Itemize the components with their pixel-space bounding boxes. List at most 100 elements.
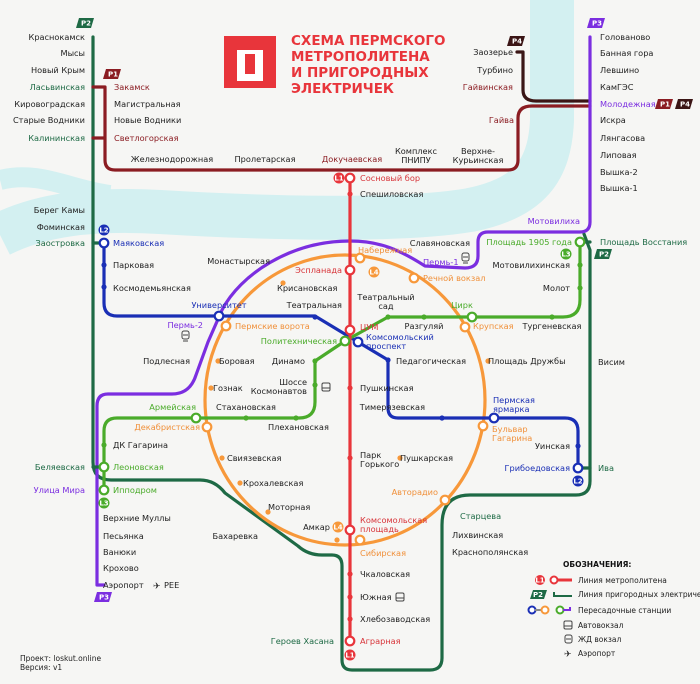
- transfer-station-marker[interactable]: [190, 412, 202, 424]
- station-marker[interactable]: [385, 357, 391, 363]
- station-marker[interactable]: [577, 285, 583, 291]
- station-label-zakamsk[interactable]: Закамск: [114, 82, 150, 92]
- station-label-pee[interactable]: PEE: [164, 580, 179, 590]
- station-label-uinsk[interactable]: Уинская: [535, 441, 570, 451]
- station-label-shosse[interactable]: Космонавтов: [251, 386, 307, 396]
- station-label-krisan[interactable]: Крисановская: [277, 283, 338, 293]
- station-label-armey[interactable]: Армейская: [149, 402, 196, 412]
- station-label-timir[interactable]: Тимерязевская: [359, 402, 425, 412]
- line-p2[interactable]: [91, 35, 592, 672]
- station-label-yuzhn[interactable]: Южная: [360, 592, 392, 602]
- station-label-novkrym[interactable]: Новый Крым: [31, 65, 85, 75]
- transfer-station-marker[interactable]: [354, 534, 366, 546]
- station-label-zaostr[interactable]: Заостровка: [35, 238, 85, 248]
- station-label-svetl[interactable]: Светлогорская: [114, 133, 179, 143]
- station-label-magistr[interactable]: Магистральная: [114, 99, 181, 109]
- station-label-naberezh[interactable]: Набережная: [358, 245, 412, 255]
- station-marker[interactable]: [312, 314, 318, 320]
- transfer-station-marker[interactable]: [213, 310, 225, 322]
- station-label-visim[interactable]: Висим: [598, 357, 625, 367]
- station-label-pedag[interactable]: Педагогическая: [396, 356, 466, 366]
- station-label-pnipu[interactable]: ПНИПУ: [401, 155, 431, 165]
- station-label-likhv[interactable]: Лихвинская: [452, 530, 503, 540]
- station-marker[interactable]: [439, 415, 445, 421]
- station-label-vanyuki[interactable]: Ванюки: [103, 547, 136, 557]
- transfer-station-marker[interactable]: [344, 172, 356, 184]
- station-label-golov[interactable]: Голованово: [600, 32, 650, 42]
- station-label-fomin[interactable]: Фоминская: [37, 222, 85, 232]
- station-label-iskra[interactable]: Искра: [600, 115, 626, 125]
- transfer-station-marker[interactable]: [488, 412, 500, 424]
- station-label-komspl[interactable]: Комсомольская: [360, 515, 427, 525]
- station-label-komspr[interactable]: проспект: [366, 341, 406, 351]
- station-marker[interactable]: [293, 415, 299, 421]
- station-label-mysy[interactable]: Мысы: [61, 48, 86, 58]
- station-label-sibir[interactable]: Сибирская: [360, 548, 406, 558]
- station-label-ippodrom[interactable]: Ипподром: [113, 485, 157, 495]
- station-label-levsh[interactable]: Левшино: [600, 65, 639, 75]
- station-label-vyshka2[interactable]: Вышка-2: [600, 167, 638, 177]
- station-label-pesyanka[interactable]: Песьянка: [103, 531, 144, 541]
- station-marker[interactable]: [243, 415, 249, 421]
- station-label-shosse[interactable]: Шоссе: [279, 377, 307, 387]
- station-label-molot[interactable]: Молот: [543, 283, 570, 293]
- station-label-pushkin[interactable]: Пушкинская: [360, 383, 414, 393]
- station-label-teatr[interactable]: Театральная: [286, 300, 342, 310]
- station-label-pldruzh[interactable]: Площадь Дружбы: [488, 356, 566, 366]
- station-label-gaivin[interactable]: Гайвинская: [463, 82, 513, 92]
- station-label-griboed[interactable]: Грибоедовская: [505, 463, 571, 473]
- station-label-zaozer[interactable]: Заозерье: [473, 47, 513, 57]
- station-marker[interactable]: [312, 382, 318, 388]
- station-label-motov[interactable]: Мотовилиха: [528, 216, 580, 226]
- station-marker[interactable]: [385, 314, 391, 320]
- station-label-sosnbor[interactable]: Сосновый бор: [360, 173, 420, 183]
- station-marker[interactable]: [421, 314, 427, 320]
- transfer-station-marker[interactable]: [477, 420, 489, 432]
- station-label-turgen[interactable]: Тургеневская: [522, 321, 582, 331]
- transfer-station-marker[interactable]: [352, 336, 364, 348]
- station-label-motovilikh[interactable]: Мотовилихинская: [493, 260, 571, 270]
- station-marker[interactable]: [101, 442, 107, 448]
- station-label-teatrsad[interactable]: Театральный: [356, 292, 414, 302]
- station-label-permyarm[interactable]: ярмарка: [493, 404, 529, 414]
- transfer-station-marker[interactable]: [344, 264, 356, 276]
- station-label-khlebz[interactable]: Хлебозаводская: [360, 614, 430, 624]
- transfer-station-marker[interactable]: [572, 462, 584, 474]
- station-label-amkar[interactable]: Амкар: [303, 522, 330, 532]
- station-label-bereg[interactable]: Берег Камы: [34, 205, 85, 215]
- station-marker[interactable]: [334, 537, 340, 543]
- station-label-krasnokamsk[interactable]: Краснокамск: [29, 32, 86, 42]
- station-label-parkgor[interactable]: Горького: [360, 459, 399, 469]
- station-label-vmully[interactable]: Верхние Муллы: [103, 513, 171, 523]
- station-label-agrar[interactable]: Аграрная: [360, 636, 401, 646]
- station-marker[interactable]: [347, 191, 353, 197]
- station-marker[interactable]: [347, 616, 353, 622]
- station-marker[interactable]: [549, 314, 555, 320]
- station-label-sviyaz[interactable]: Свиязевская: [227, 453, 281, 463]
- station-label-pl1905[interactable]: Площадь 1905 года: [486, 237, 572, 247]
- station-label-stakh[interactable]: Стахановская: [216, 402, 276, 412]
- station-label-razgul[interactable]: Разгуляй: [405, 321, 444, 331]
- station-label-dinamo[interactable]: Динамо: [272, 356, 305, 366]
- station-marker[interactable]: [347, 385, 353, 391]
- station-label-tsirk[interactable]: Цирк: [451, 300, 473, 310]
- station-label-plekh[interactable]: Плехановская: [268, 422, 329, 432]
- transfer-station-marker[interactable]: [339, 335, 351, 347]
- station-label-univer[interactable]: Университет: [191, 300, 246, 310]
- station-label-parkov[interactable]: Парковая: [113, 260, 154, 270]
- transfer-station-marker[interactable]: [459, 321, 471, 333]
- line-p3[interactable]: [95, 35, 592, 587]
- station-label-dekabr[interactable]: Декабристская: [134, 422, 200, 432]
- station-label-permyarm[interactable]: Пермская: [493, 395, 535, 405]
- station-label-starvod[interactable]: Старые Водники: [13, 115, 85, 125]
- station-label-verkhkur[interactable]: Курьинская: [453, 155, 504, 165]
- station-label-gaiva[interactable]: Гайва: [489, 115, 514, 125]
- transfer-station-marker[interactable]: [574, 236, 586, 248]
- station-label-kosmod[interactable]: Космодемьянская: [113, 283, 191, 293]
- transfer-station-marker[interactable]: [354, 252, 366, 264]
- transfer-station-marker[interactable]: [466, 311, 478, 323]
- transfer-station-marker[interactable]: [344, 635, 356, 647]
- line-l4[interactable]: [203, 253, 487, 547]
- station-marker[interactable]: [312, 358, 318, 364]
- transfer-station-marker[interactable]: [98, 461, 110, 473]
